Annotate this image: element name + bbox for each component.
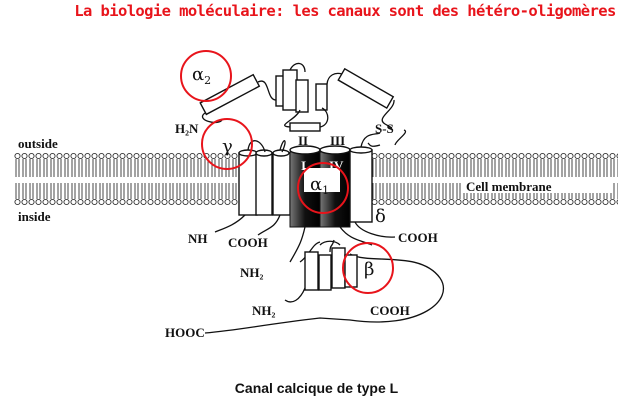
beta-subunit	[304, 247, 358, 291]
ss-bond-label: S-S	[375, 121, 394, 136]
alpha1-label: α1	[310, 174, 329, 197]
cooh-delta-label: COOH	[398, 230, 438, 245]
domain-ii-label: II	[298, 133, 308, 148]
alpha2-delta-subunit	[199, 62, 407, 147]
cooh-alpha1-label: COOH	[228, 235, 268, 250]
gamma-label: γ	[222, 136, 233, 157]
beta-label: β	[364, 259, 374, 280]
cell-membrane-label: Cell membrane	[466, 179, 552, 194]
domain-iii-label: III	[330, 133, 345, 148]
alpha2-highlight-circle	[180, 50, 232, 102]
slide-title: La biologie moléculaire: les canaux sont…	[74, 2, 616, 20]
gamma-highlight-circle	[201, 118, 253, 170]
h2n-label: H₂N	[175, 121, 199, 136]
domain-i-label: I	[301, 158, 306, 173]
hooc-label: HOOC	[165, 325, 205, 340]
outside-label: outside	[18, 136, 58, 151]
alpha2-label: α2	[192, 64, 211, 87]
nh2-upper-label: NH₂	[240, 265, 264, 280]
cooh-beta-label: COOH	[370, 303, 410, 318]
alpha1-highlight-circle	[297, 162, 349, 214]
nh-label: NH	[188, 231, 208, 246]
delta-label: δ	[375, 206, 386, 227]
transmembrane-cylinders	[238, 132, 381, 228]
inside-label: inside	[18, 209, 51, 224]
figure-caption: Canal calcique de type L	[234, 380, 399, 396]
nh2-lower-label: NH₂	[252, 303, 276, 318]
beta-highlight-circle	[342, 242, 394, 294]
